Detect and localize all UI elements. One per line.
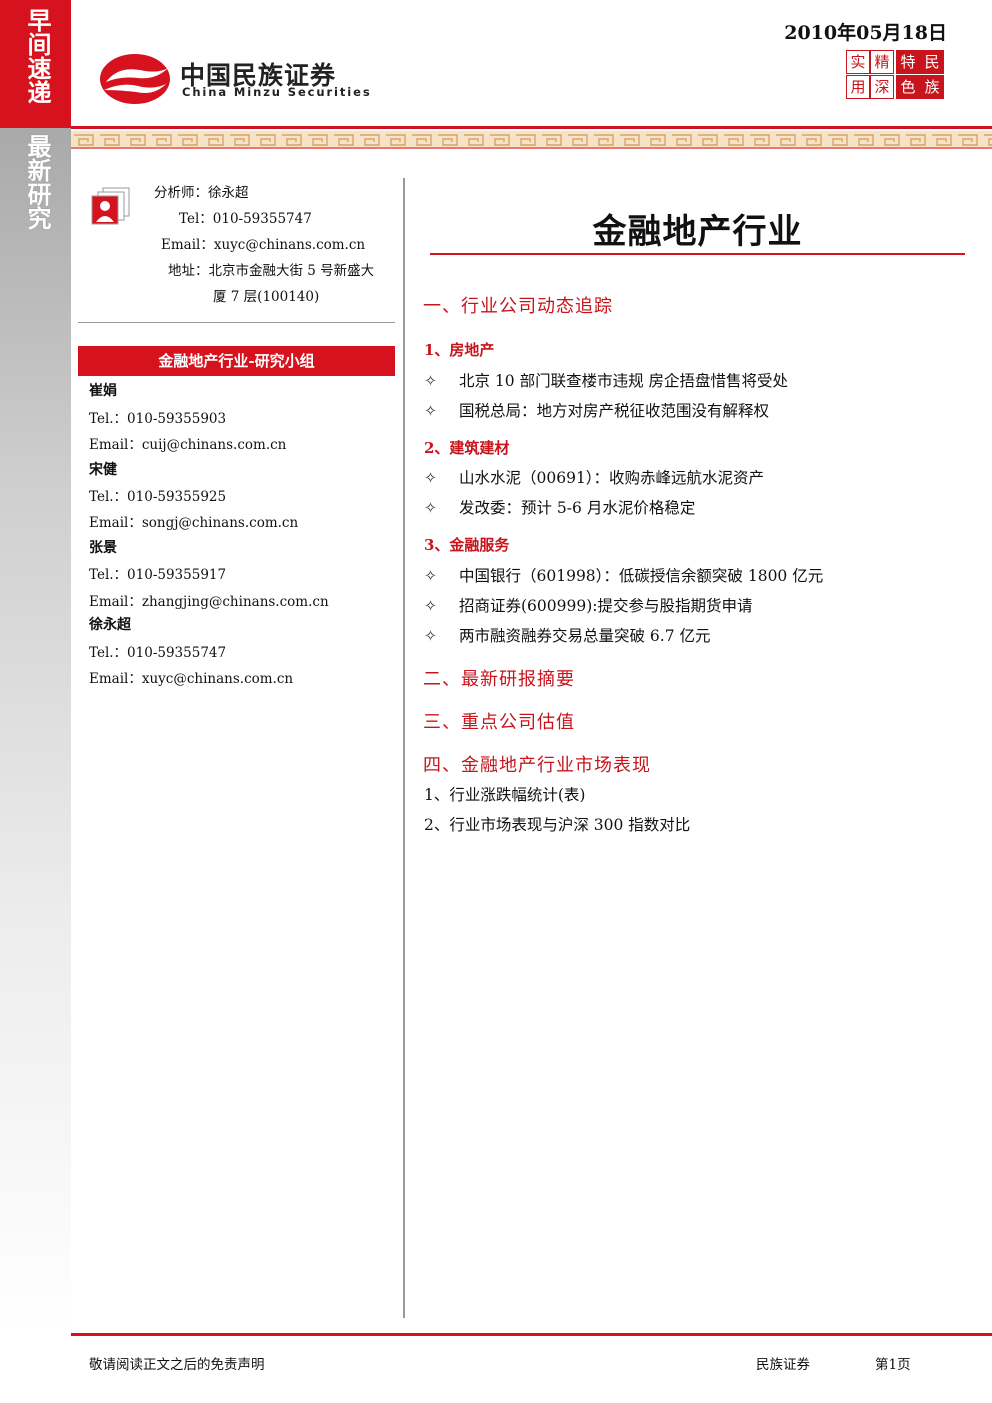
analyst-email: Email：xuyc@chinans.com.cn: [161, 237, 366, 253]
team-member-tel: Tel.：010-59355917: [89, 567, 227, 583]
news-item-text: 两市融资融券交易总量突破 6.7 亿元: [459, 627, 711, 645]
team-member-tel: Tel.：010-59355925: [89, 489, 227, 505]
team-member-name: 徐永超: [89, 617, 131, 633]
bullet-icon: ✧: [424, 372, 437, 390]
news-item-text: 招商证券(600999):提交参与股指期货申请: [459, 597, 753, 615]
news-item: ✧ 北京 10 部门联查楼市违规 房企捂盘惜售将受处: [424, 369, 788, 391]
seal-char: 色: [896, 75, 920, 99]
seal-char: 族: [920, 75, 944, 99]
bullet-icon: ✧: [424, 567, 437, 585]
logo-chinese-name: 中国民族证券: [180, 61, 337, 90]
footer-rule: [71, 1333, 992, 1336]
contact-divider: [78, 322, 395, 323]
bullet-icon: ✧: [424, 469, 437, 487]
news-item: ✧ 招商证券(600999):提交参与股指期货申请: [424, 594, 753, 616]
analyst-address: 地址：北京市金融大街 5 号新盛大: [168, 263, 375, 279]
seal-char: 精: [870, 50, 894, 74]
bullet-icon: ✧: [424, 402, 437, 420]
news-item-text: 发改委：预计 5-6 月水泥价格稳定: [459, 499, 696, 517]
team-member-tel: Tel.：010-59355747: [89, 645, 227, 661]
section-heading: 三、重点公司估值: [423, 712, 575, 733]
report-date: 2010年05月18日: [784, 22, 947, 44]
sidebar-gradient: [0, 128, 71, 1333]
team-member-name: 宋健: [89, 462, 117, 478]
motto-seal: 实 精 特 民 用 深 色 族: [844, 48, 944, 100]
news-item: ✧ 山水水泥（00691）：收购赤峰远航水泥资产: [424, 466, 764, 488]
news-item-text: 山水水泥（00691）：收购赤峰远航水泥资产: [459, 469, 765, 487]
footer-page-number: 第1页: [875, 1357, 911, 1373]
bullet-icon: ✧: [424, 627, 437, 645]
news-item-text: 中国银行（601998）：低碳授信余额突破 1800 亿元: [459, 567, 824, 585]
subsection-heading: 3、金融服务: [424, 536, 510, 554]
sidebar-bottom-label: 最新研究: [23, 134, 51, 230]
list-item: 1、行业涨跌幅统计(表): [424, 786, 586, 804]
seal-char: 实: [846, 50, 870, 74]
seal-char: 深: [870, 75, 894, 99]
team-member-email: Email：xuyc@chinans.com.cn: [89, 671, 294, 687]
team-member-email: Email：songj@chinans.com.cn: [89, 515, 299, 531]
subsection-heading: 2、建筑建材: [424, 439, 510, 457]
sidebar-top-red: [0, 0, 71, 128]
page-title: 金融地产行业: [592, 212, 803, 252]
sidebar-top-label: 早间速递: [23, 8, 51, 104]
bullet-icon: ✧: [424, 597, 437, 615]
news-item-text: 国税总局：地方对房产税征收范围没有解释权: [459, 402, 770, 420]
header-rule: [71, 126, 992, 129]
title-underline: [430, 253, 965, 255]
subsection-heading: 1、房地产: [424, 341, 495, 359]
section-heading: 一、行业公司动态追踪: [423, 296, 613, 317]
list-item: 2、行业市场表现与沪深 300 指数对比: [424, 816, 691, 834]
bullet-icon: ✧: [424, 499, 437, 517]
footer-company: 民族证券: [756, 1357, 810, 1373]
news-item: ✧ 发改委：预计 5-6 月水泥价格稳定: [424, 496, 695, 518]
decorative-pattern-band: [71, 131, 992, 149]
analyst-address-cont: 厦 7 层(100140): [213, 289, 320, 305]
seal-char: 特: [896, 50, 920, 74]
news-item: ✧ 国税总局：地方对房产税征收范围没有解释权: [424, 399, 769, 421]
section-heading: 四、金融地产行业市场表现: [423, 755, 651, 776]
section-heading: 二、最新研报摘要: [423, 669, 575, 690]
news-item: ✧ 中国银行（601998）：低碳授信余额突破 1800 亿元: [424, 564, 823, 586]
seal-char: 用: [846, 75, 870, 99]
team-member-name: 崔娟: [89, 383, 117, 399]
news-item: ✧ 两市融资融券交易总量突破 6.7 亿元: [424, 624, 711, 646]
news-item-text: 北京 10 部门联查楼市违规 房企捂盘惜售将受处: [459, 372, 789, 390]
team-member-email: Email：zhangjing@chinans.com.cn: [89, 594, 329, 610]
team-member-email: Email：cuij@chinans.com.cn: [89, 437, 287, 453]
team-header: 金融地产行业-研究小组: [78, 346, 395, 376]
team-member-name: 张景: [89, 540, 117, 556]
company-logo-icon: [100, 54, 170, 104]
analyst-tel: Tel：010-59355747: [179, 211, 312, 227]
footer-disclaimer: 敬请阅读正文之后的免责声明: [89, 1357, 265, 1373]
logo-english-name: China Minzu Securities: [182, 85, 372, 99]
analyst-card-icon: [91, 187, 130, 225]
seal-char: 民: [920, 50, 944, 74]
column-divider: [403, 178, 405, 1318]
team-member-tel: Tel.：010-59355903: [89, 411, 227, 427]
analyst-name: 分析师：徐永超: [154, 185, 249, 201]
